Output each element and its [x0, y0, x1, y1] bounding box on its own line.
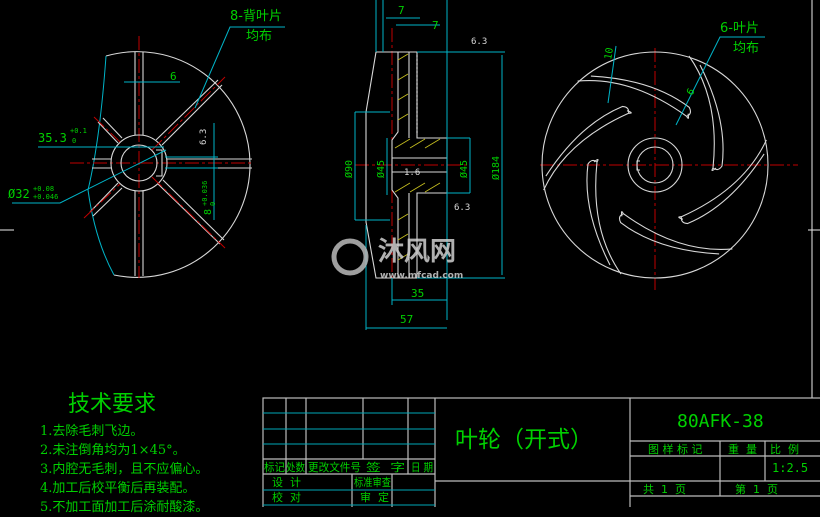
dim-blade-width: 6	[170, 70, 177, 83]
tol-upper: +0.08	[33, 185, 54, 193]
requirement-item: 4.加工后校平衡后再装配。	[40, 481, 196, 496]
requirement-item: 5.不加工面加工后涂耐酸漆。	[40, 500, 209, 515]
dim-10: 10	[603, 47, 616, 61]
tol-upper: +0.036	[201, 181, 209, 206]
roughness-mark: 6.3	[199, 129, 209, 145]
requirement-item: 3.内腔无毛刺，且不应偏心。	[40, 462, 209, 477]
dim-d45-right: Ø45	[458, 160, 470, 178]
requirement-item: 2.未注倒角均为1×45°。	[40, 443, 186, 458]
header-date: 日 期	[411, 461, 433, 474]
tol-lower: 0	[209, 202, 217, 206]
dim-key-width: 8	[203, 209, 214, 215]
part-name: 叶轮（开式）	[455, 427, 593, 453]
label-standard-review: 标准审查	[354, 475, 391, 489]
tol-lower: +0.046	[33, 193, 58, 201]
dim-35: 35	[411, 287, 424, 300]
header-mark: 标记	[264, 460, 285, 474]
right-blade-note-1: 6-叶片	[720, 21, 759, 36]
total-sheets: 共 1 页	[643, 483, 686, 496]
sheet-number: 第 1 页	[735, 482, 778, 496]
right-view-impeller	[526, 36, 798, 290]
tol-lower: 0	[72, 137, 76, 145]
watermark-brand: 沐风网	[378, 237, 456, 267]
tol-upper: +0.1	[70, 127, 87, 135]
dim-top-7b: 7	[432, 19, 439, 32]
dim-keyway: 35.3	[38, 131, 67, 145]
label-approve: 审 定	[360, 490, 389, 504]
label-weight: 重 量	[728, 442, 757, 456]
roughness-mark: 6.3	[454, 203, 470, 213]
tech-requirements-title: 技术要求	[68, 392, 157, 417]
tech-requirements-list: 1.去除毛刺飞边。 2.未注倒角均为1×45°。 3.内腔无毛刺，且不应偏心。 …	[40, 422, 208, 517]
label-scale: 比 例	[770, 442, 799, 456]
dim-57: 57	[400, 313, 413, 326]
header-change-doc: 更改文件号	[308, 460, 361, 474]
left-blade-note-2: 均布	[246, 29, 272, 44]
left-view-back-blades	[12, 26, 285, 278]
header-signature: 签 字	[366, 460, 405, 474]
dim-d90: Ø90	[343, 160, 355, 178]
dim-top-7a: 7	[398, 4, 405, 17]
left-blade-note-1: 8-背叶片	[230, 9, 282, 24]
title-block	[262, 397, 820, 507]
requirement-item: 1.去除毛刺飞边。	[40, 424, 144, 439]
label-drawing-mark: 图 样 标 记	[648, 442, 703, 456]
roughness-mark: 1.6	[404, 168, 420, 178]
drawing-number: 80AFK-38	[677, 411, 764, 432]
right-blade-note-2: 均布	[733, 41, 759, 56]
watermark: 沐风网 www.mfcad.com	[331, 237, 463, 281]
watermark-url: www.mfcad.com	[380, 271, 463, 281]
roughness-mark: 6.3	[471, 37, 487, 47]
scale-value: 1:2.5	[772, 461, 808, 475]
dim-d184: Ø184	[490, 156, 502, 180]
dim-bore: Ø32	[8, 187, 30, 201]
dim-6: 6	[685, 87, 698, 98]
label-design: 设 计	[272, 476, 301, 489]
section-view	[354, 0, 505, 330]
label-check: 校 对	[272, 490, 301, 504]
dim-d45-left: Ø45	[375, 160, 387, 178]
header-count: 处数	[286, 461, 305, 474]
title-block-headers: 标记 处数 更改文件号 签 字 日 期 设 计 校 对 标准审查 审 定	[264, 460, 433, 504]
